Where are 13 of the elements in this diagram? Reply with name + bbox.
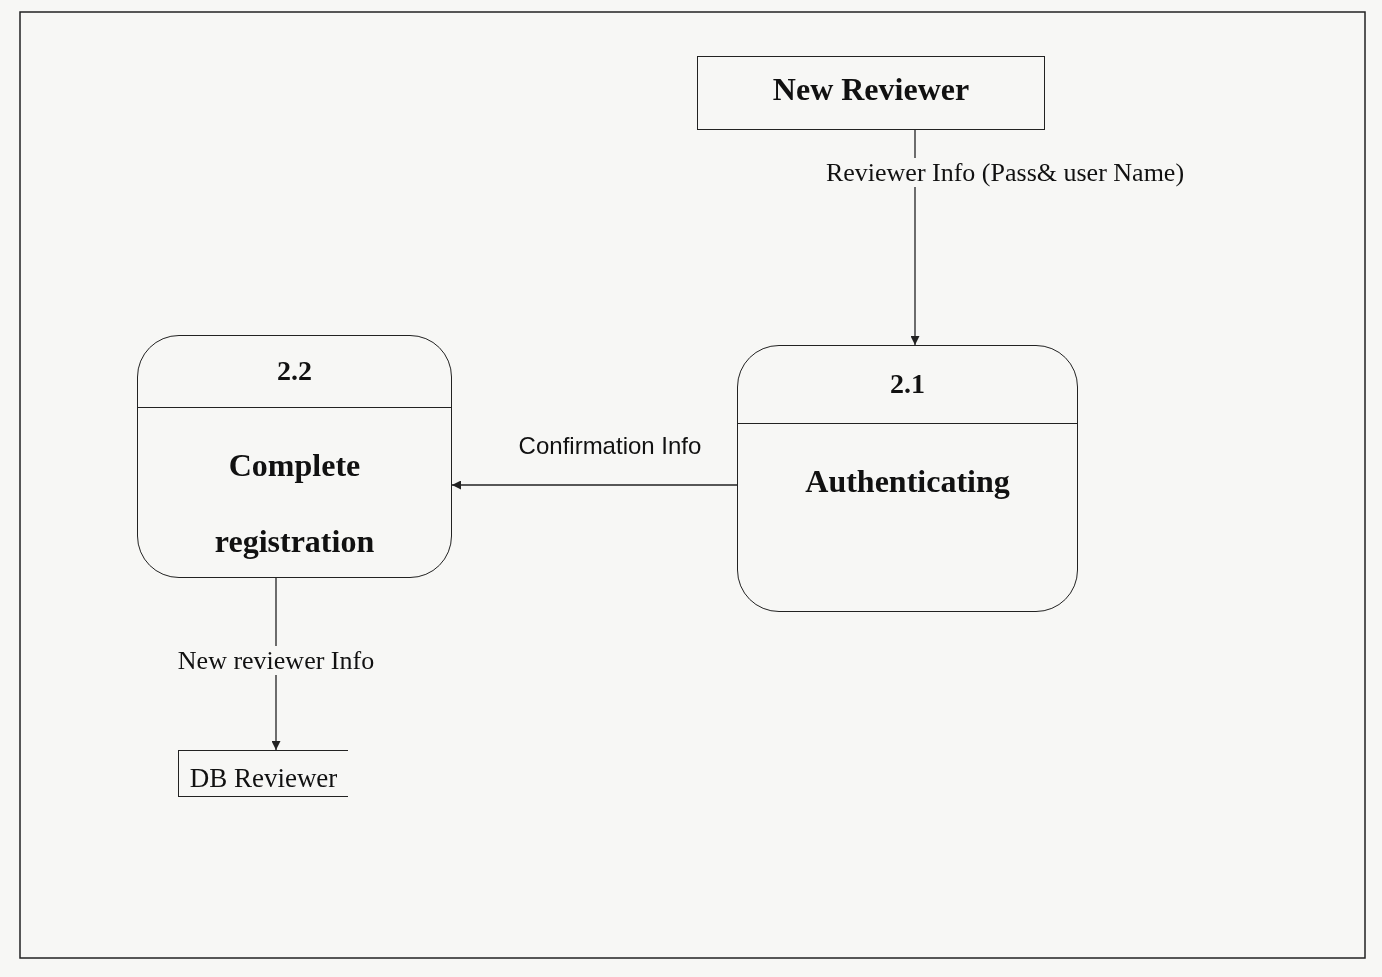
entity-name: New Reviewer	[771, 71, 971, 108]
data-store	[178, 750, 348, 797]
process-name: Authenticating	[804, 462, 1011, 501]
process-box	[137, 335, 452, 578]
edge-label: Reviewer Info (Pass& user Name)	[824, 158, 1186, 188]
edge-label: New reviewer Info	[176, 645, 376, 677]
process-number: 2.2	[276, 354, 313, 387]
data-store-name: DB Reviewer	[188, 763, 339, 794]
arrow	[451, 480, 738, 490]
process-name: Complete registration	[213, 446, 376, 561]
process-box	[737, 345, 1078, 612]
process-number: 2.1	[889, 367, 926, 400]
entity-box	[697, 56, 1045, 130]
